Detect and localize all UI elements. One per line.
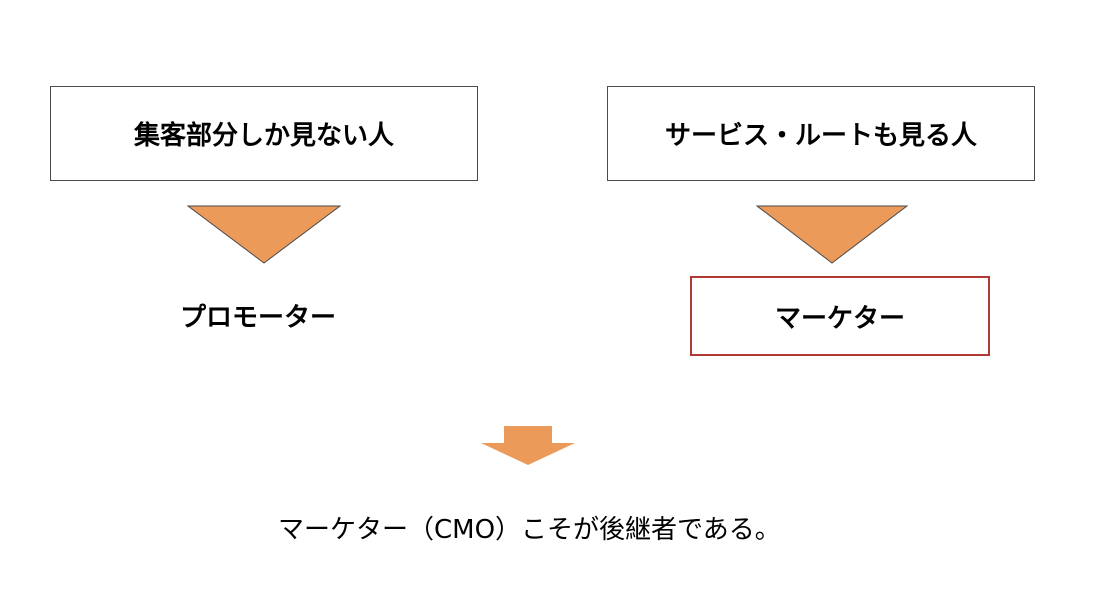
- audience-box-right-label: サービス・ルートも見る人: [664, 121, 977, 151]
- audience-box-right: サービス・ルートも見る人: [607, 86, 1035, 181]
- audience-box-left-label: 集客部分しか見ない人: [133, 121, 394, 151]
- down-triangle-arrow-left: [187, 205, 341, 264]
- promoter-label: プロモーター: [180, 303, 337, 333]
- marketer-box-label: マーケター: [774, 303, 905, 334]
- audience-box-left: 集客部分しか見ない人: [50, 86, 478, 181]
- down-triangle-arrow-right: [756, 205, 908, 264]
- conclusion-text: マーケター（CMO）こそが後継者である。: [278, 515, 781, 545]
- marketer-box: マーケター: [690, 276, 990, 356]
- down-block-arrow: [481, 426, 575, 465]
